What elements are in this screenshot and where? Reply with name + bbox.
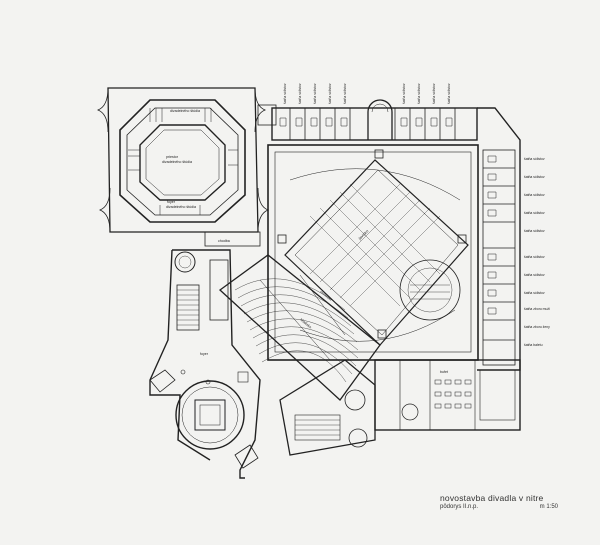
svg-text:divadelného štúdia: divadelného štúdia (170, 109, 200, 113)
svg-text:šatňa sólistov: šatňa sólistov (524, 211, 545, 215)
title-block: novostavba divadla v nitre pôdorys II.n.… (440, 493, 560, 510)
svg-text:šatňa zboru ženy: šatňa zboru ženy (524, 325, 550, 329)
svg-text:chodba: chodba (218, 239, 230, 243)
studio-octagon-block: divadelného štúdia priestor divadelného … (96, 87, 270, 233)
drawing-title: novostavba divadla v nitre (440, 493, 544, 503)
svg-text:šatňa zboru muži: šatňa zboru muži (524, 307, 550, 311)
svg-text:divadelného štúdia: divadelného štúdia (162, 160, 192, 164)
svg-text:šatňa sólistov: šatňa sólistov (524, 229, 545, 233)
drawing-scale: m 1:50 (539, 504, 558, 510)
svg-text:šatňa sólistov: šatňa sólistov (524, 175, 545, 179)
svg-text:orchester: orchester (319, 290, 333, 303)
svg-text:foyer: foyer (200, 352, 209, 356)
lower-stair-block (279, 359, 376, 456)
svg-text:šatňa sólistov: šatňa sólistov (524, 255, 545, 259)
svg-text:šatňa sólistov: šatňa sólistov (343, 83, 347, 104)
corridor-link: chodba (204, 104, 277, 247)
svg-text:šatňa sólistov: šatňa sólistov (283, 83, 287, 104)
svg-text:javisko: javisko (356, 228, 369, 241)
svg-text:šatňa sólistov: šatňa sólistov (402, 83, 406, 104)
svg-text:priestor: priestor (166, 155, 179, 159)
svg-text:šatňa sólistov: šatňa sólistov (524, 157, 545, 161)
svg-text:šatňa baletu: šatňa baletu (524, 343, 543, 347)
svg-text:šatňa sólistov: šatňa sólistov (328, 83, 332, 104)
svg-text:hľadisko: hľadisko (299, 318, 312, 330)
svg-text:foyer: foyer (167, 200, 176, 204)
svg-text:divadelného štúdia: divadelného štúdia (166, 205, 196, 209)
lobby: foyer (149, 249, 261, 479)
drawing-subtitle: pôdorys II.n.p. (440, 504, 479, 510)
svg-text:šatňa sólistov: šatňa sólistov (298, 83, 302, 104)
svg-text:bufet: bufet (440, 370, 448, 374)
svg-text:šatňa sólistov: šatňa sólistov (432, 83, 436, 104)
svg-text:šatňa sólistov: šatňa sólistov (524, 193, 545, 197)
stage-block: javisko (267, 144, 479, 361)
svg-text:šatňa sólistov: šatňa sólistov (313, 83, 317, 104)
right-rooms-column: šatňa sólistov šatňa sólistov šatňa sóli… (477, 107, 550, 371)
svg-text:šatňa sólistov: šatňa sólistov (524, 291, 545, 295)
svg-text:šatňa sólistov: šatňa sólistov (447, 83, 451, 104)
top-rooms-row: šatňa sólistov šatňa sólistov šatňa sóli… (271, 83, 478, 141)
svg-text:šatňa sólistov: šatňa sólistov (417, 83, 421, 104)
svg-text:šatňa sólistov: šatňa sólistov (524, 273, 545, 277)
columns (277, 149, 467, 339)
auditorium: hľadisko orchester (218, 254, 381, 401)
